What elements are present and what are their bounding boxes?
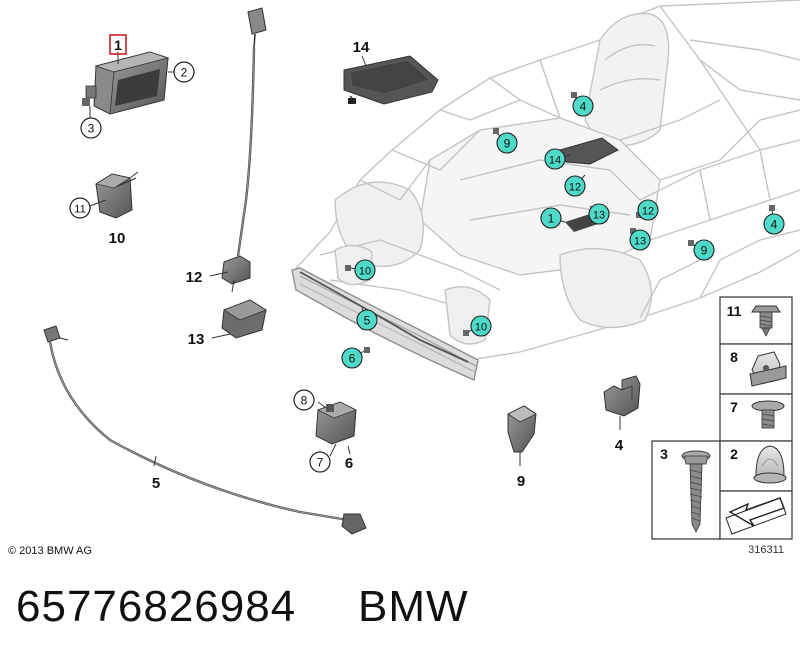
label-11: 11 (74, 204, 85, 216)
label-2-circle: 2 (173, 61, 195, 83)
label-4: 4 (615, 437, 624, 454)
callout-13b-label: 13 (634, 236, 646, 248)
callout-10b: 10 (470, 315, 492, 337)
label-11-circle: 11 (69, 197, 91, 219)
part-1-control-unit (82, 51, 176, 120)
label-2: 2 (181, 66, 188, 80)
fastener-2-capnut (753, 445, 787, 484)
part-14-pad (343, 55, 439, 105)
fastener-8-clip (749, 351, 787, 387)
label-1: 1 (114, 37, 122, 53)
label-3-circle: 3 (80, 117, 102, 139)
part-9-sensor (507, 405, 537, 466)
part-10-sensor (89, 171, 139, 219)
label-13: 13 (188, 331, 205, 348)
fastener-cell-7 (719, 393, 793, 442)
label-8: 8 (301, 394, 308, 408)
callout-5: 5 (356, 309, 378, 331)
diagram-svg: 4 9 14 12 1 13 12 13 (8, 0, 800, 557)
callout-10a: 10 (354, 259, 376, 281)
label-3: 3 (88, 122, 95, 136)
callout-10b-label: 10 (475, 322, 487, 334)
label-9: 9 (517, 473, 525, 490)
label-5: 5 (152, 475, 160, 492)
callout-1-label: 1 (548, 212, 555, 226)
callout-4b-label: 4 (771, 218, 778, 232)
callout-1: 1 (540, 207, 562, 229)
fastener-label-2: 2 (730, 446, 738, 462)
diagram-id: 316311 (748, 544, 784, 556)
label-7: 7 (317, 456, 324, 470)
part-number: 65776826984 (16, 582, 297, 631)
label-1-highlight: 1 (109, 34, 127, 55)
label-8-circle: 8 (293, 389, 315, 411)
fastener-table: 11 8 7 3 2 (651, 296, 793, 540)
label-6: 6 (345, 455, 353, 472)
copyright-text: © 2013 BMW AG (8, 545, 92, 557)
fastener-label-3: 3 (660, 446, 668, 462)
label-7-circle: 7 (309, 451, 331, 473)
callout-14: 14 (544, 148, 566, 170)
callout-10a-label: 10 (359, 266, 371, 278)
fastener-3-screw (681, 450, 711, 533)
label-14: 14 (353, 39, 370, 56)
callout-13a-label: 13 (593, 210, 605, 222)
part-5-cable (43, 325, 367, 535)
callout-12b-label: 12 (642, 206, 654, 218)
callout-4b: 4 (763, 213, 785, 235)
bumper-beam (291, 267, 479, 381)
callout-4-label: 4 (580, 100, 587, 114)
fastener-label-7: 7 (730, 399, 738, 415)
callout-markers: 4 9 14 12 1 13 12 13 (341, 92, 785, 369)
parts-diagram: 4 9 14 12 1 13 12 13 (8, 0, 800, 557)
fastener-11-screw (751, 305, 781, 337)
fastener-label-11: 11 (727, 303, 742, 319)
callout-4: 4 (572, 95, 594, 117)
part-12-13-cable-assembly (209, 7, 267, 339)
footer: 65776826984 BMW (0, 560, 800, 672)
callout-12a-label: 12 (569, 182, 581, 194)
fastener-7-clip (751, 400, 785, 429)
callout-5-label: 5 (364, 314, 371, 328)
callout-12b: 12 (637, 199, 659, 221)
callout-12a: 12 (564, 175, 586, 197)
callout-14-label: 14 (549, 155, 561, 167)
callout-9b-label: 9 (701, 244, 708, 258)
direction-arrow-icon (725, 497, 787, 535)
callout-6: 6 (341, 347, 363, 369)
callout-13a: 13 (588, 203, 610, 225)
brand-name: BMW (358, 582, 469, 631)
fastener-label-8: 8 (730, 349, 738, 365)
callout-9a-label: 9 (504, 137, 511, 151)
label-10: 10 (109, 230, 126, 247)
fastener-cell-11 (719, 296, 793, 345)
label-12: 12 (186, 269, 203, 286)
callout-9a: 9 (496, 132, 518, 154)
callout-9b: 9 (693, 239, 715, 261)
callout-13b: 13 (629, 229, 651, 251)
callout-6-label: 6 (349, 352, 356, 366)
part-6-module (315, 401, 358, 457)
part-4-bracket (603, 375, 641, 430)
